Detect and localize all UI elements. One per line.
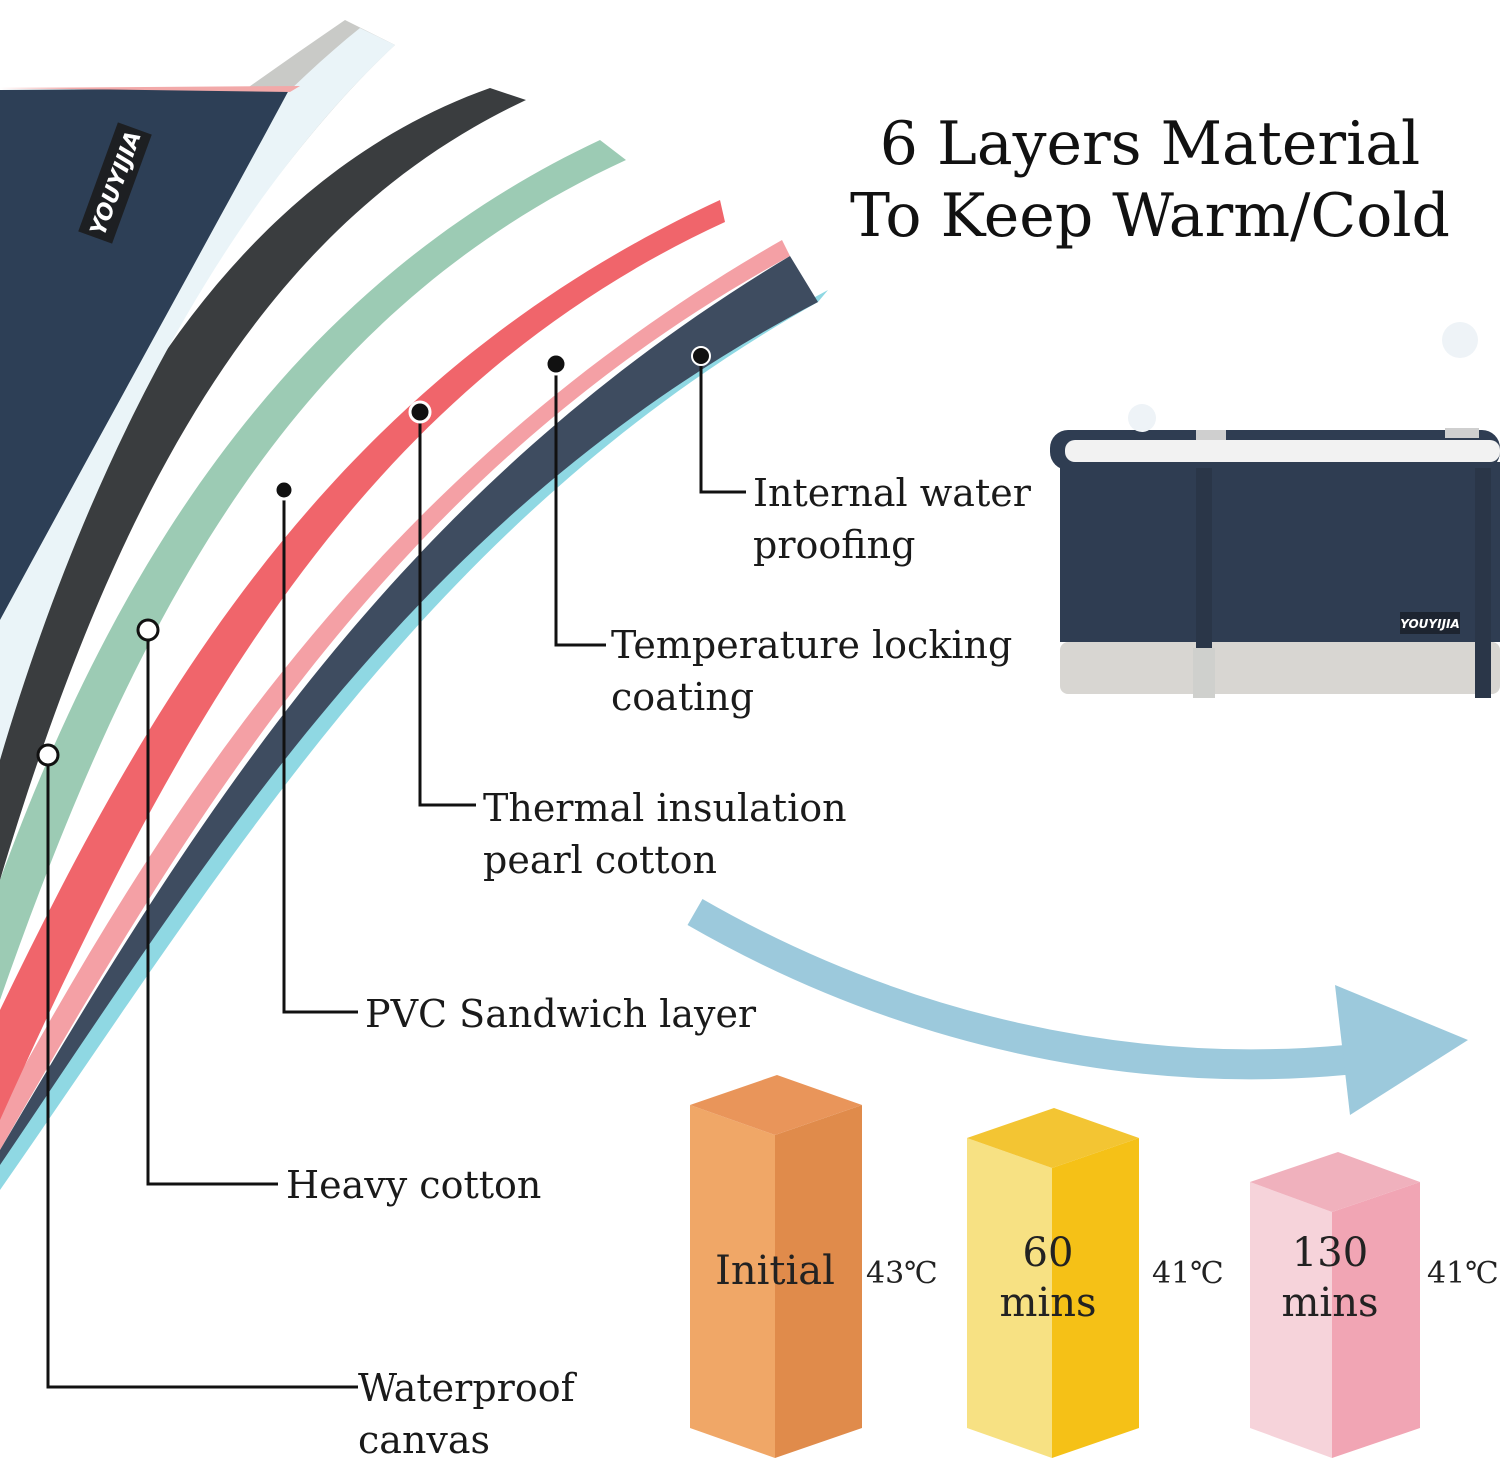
title-line-1: 6 Layers Material xyxy=(879,109,1421,179)
leader-line-internal-waterproofing xyxy=(699,356,746,494)
label-line: Thermal insulation xyxy=(483,786,847,830)
bar-label-130-mins: 130 mins xyxy=(1250,1228,1410,1328)
tub-brand-tag xyxy=(1400,612,1460,634)
label-heavy-cotton: Heavy cotton xyxy=(286,1159,541,1211)
label-waterproof-canvas: Waterproof canvas xyxy=(358,1362,575,1466)
label-line: canvas xyxy=(358,1418,491,1462)
bathtub-image: YOUYIJIA xyxy=(1050,322,1500,698)
temperature-bars xyxy=(690,1075,1420,1458)
dot-thermal-insulation xyxy=(408,400,432,424)
bar-front-face xyxy=(690,1105,775,1458)
bar-initial xyxy=(690,1075,862,1458)
label-line: coating xyxy=(611,675,755,719)
dot-pvc-sandwich xyxy=(273,479,295,501)
label-line: proofing xyxy=(753,523,916,567)
label-temperature-locking: Temperature locking coating xyxy=(611,619,1012,723)
label-thermal-insulation: Thermal insulation pearl cotton xyxy=(483,782,847,886)
bar-front-face xyxy=(1250,1182,1332,1458)
label-line: Heavy cotton xyxy=(286,1163,542,1207)
label-internal-waterproofing: Internal water proofing xyxy=(753,467,1031,571)
bar-side-face xyxy=(1332,1182,1420,1458)
bar-130-mins xyxy=(1250,1152,1420,1458)
dot-temperature-locking xyxy=(544,352,568,376)
dot-waterproof-canvas xyxy=(36,743,60,767)
leader-line-temperature-locking xyxy=(554,364,606,647)
page-title: 6 Layers Material To Keep Warm/Cold xyxy=(820,108,1480,252)
temp-130-mins: 41℃ xyxy=(1427,1256,1499,1291)
leader-line-thermal-insulation xyxy=(418,412,476,807)
bar-60-mins xyxy=(967,1108,1139,1458)
bar-top-face xyxy=(1250,1152,1420,1212)
bar-label-line: mins xyxy=(999,1280,1097,1326)
bar-label-line: Initial xyxy=(715,1248,835,1294)
bar-top-face xyxy=(967,1108,1139,1168)
bar-front-face xyxy=(967,1138,1052,1458)
leader-line-pvc-sandwich xyxy=(282,490,358,1014)
label-line: Internal water xyxy=(753,471,1031,515)
dot-internal-waterproofing xyxy=(691,346,711,366)
bar-label-60-mins: 60 mins xyxy=(968,1228,1128,1328)
bar-side-face xyxy=(775,1105,862,1458)
label-pvc-sandwich: PVC Sandwich layer xyxy=(365,988,756,1040)
title-line-2: To Keep Warm/Cold xyxy=(850,181,1450,251)
time-arrow xyxy=(687,898,1468,1115)
label-line: pearl cotton xyxy=(483,838,717,882)
temp-60-mins: 41℃ xyxy=(1152,1256,1224,1291)
layer-strip-heavy-cotton xyxy=(0,88,526,880)
label-line: Temperature locking xyxy=(611,623,1013,667)
label-line: PVC Sandwich layer xyxy=(365,992,757,1036)
layer-edge-pink xyxy=(0,86,300,92)
bar-label-initial: Initial xyxy=(700,1246,850,1296)
layer-gap-dark xyxy=(0,256,818,1165)
label-line: Waterproof xyxy=(358,1366,575,1410)
leader-line-heavy-cotton xyxy=(146,630,278,1186)
leader-lines xyxy=(46,356,746,1389)
layer-strip-waterproof-canvas xyxy=(0,88,290,620)
bar-label-line: mins xyxy=(1281,1280,1379,1326)
bar-side-face xyxy=(1052,1138,1139,1458)
bar-label-line: 60 xyxy=(1022,1230,1074,1276)
dot-heavy-cotton xyxy=(136,618,160,642)
temp-initial: 43℃ xyxy=(866,1256,938,1291)
bar-top-face xyxy=(690,1075,862,1135)
tub-brand-text: YOUYIJIA xyxy=(1400,617,1460,631)
bar-label-line: 130 xyxy=(1291,1230,1369,1276)
leader-line-waterproof-canvas xyxy=(46,755,358,1389)
